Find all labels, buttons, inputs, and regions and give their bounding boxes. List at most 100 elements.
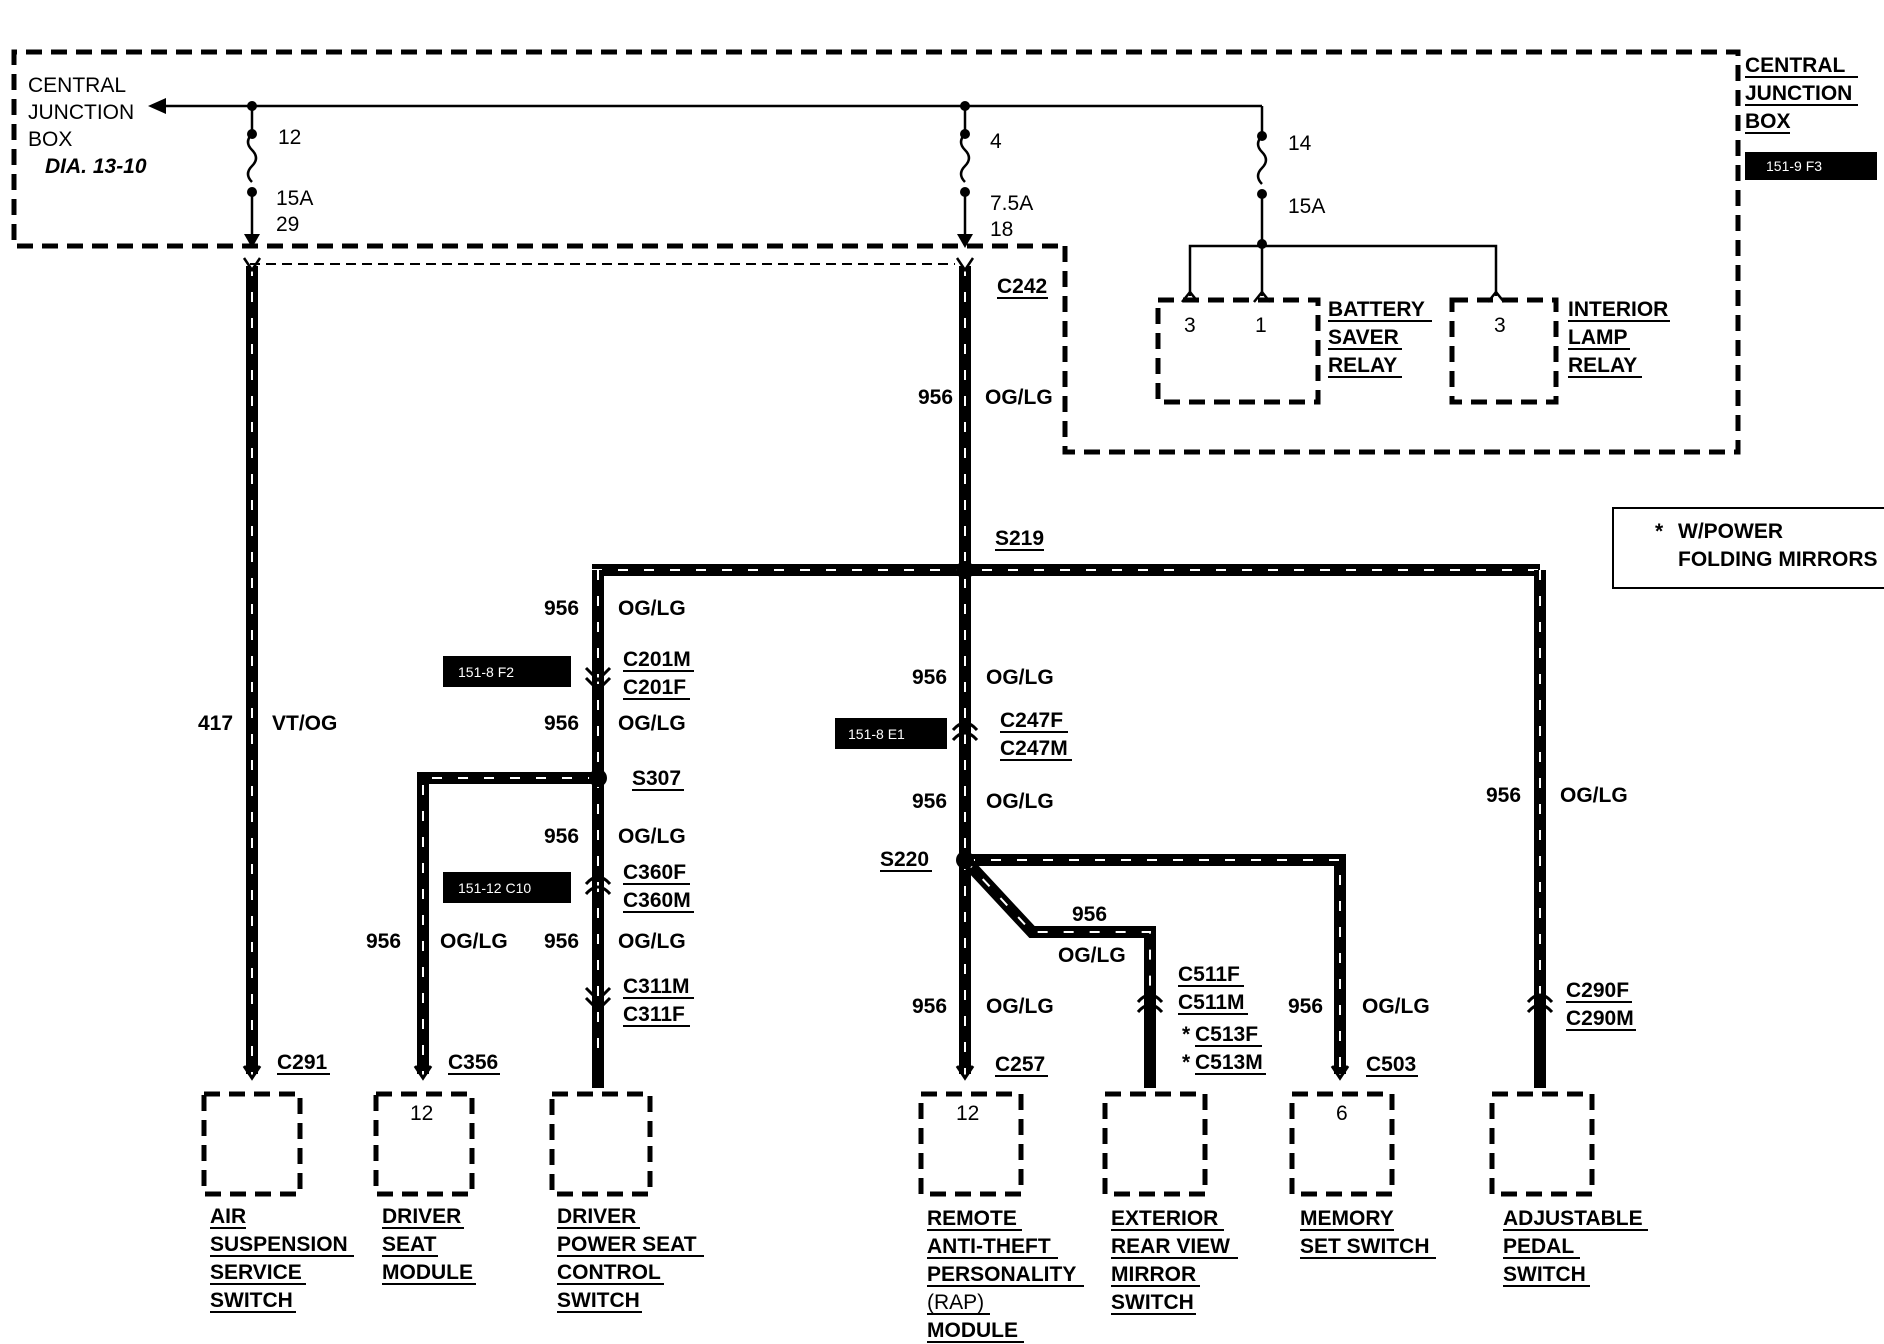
- svg-text:OG/LG: OG/LG: [618, 825, 686, 848]
- ilr-label-1: INTERIOR: [1568, 298, 1668, 321]
- label-c290m: C290M: [1566, 1007, 1634, 1030]
- svg-text:OG/LG: OG/LG: [1362, 995, 1430, 1018]
- fuse-2: [957, 101, 973, 248]
- svg-text:956: 956: [912, 995, 947, 1018]
- label-c503: C503: [1366, 1053, 1416, 1076]
- cjb-left-label-1: CENTRAL: [28, 74, 126, 97]
- label-c201f: C201F: [623, 676, 686, 699]
- label-c247f: C247F: [1000, 709, 1063, 732]
- svg-text:OG/LG: OG/LG: [618, 597, 686, 620]
- splice-s307: [589, 769, 607, 787]
- svg-text:SWITCH: SWITCH: [210, 1289, 293, 1312]
- svg-text:MODULE: MODULE: [927, 1319, 1018, 1342]
- note-line-2: FOLDING MIRRORS: [1678, 548, 1878, 571]
- label-s219: S219: [995, 527, 1044, 550]
- c513m-star: *: [1182, 1051, 1191, 1074]
- svg-text:956: 956: [544, 712, 579, 735]
- label-c511f: C511F: [1178, 963, 1240, 986]
- svg-text:POWER SEAT: POWER SEAT: [557, 1233, 697, 1256]
- svg-text:SERVICE: SERVICE: [210, 1261, 302, 1284]
- label-c356: C356: [448, 1051, 498, 1074]
- label-c360m: C360M: [623, 889, 691, 912]
- label-s220: S220: [880, 848, 929, 871]
- bsr-pin-3: 3: [1184, 314, 1196, 337]
- label-c291: C291: [277, 1051, 328, 1074]
- ilr-label-3: RELAY: [1568, 354, 1637, 377]
- fuse-1-in: 12: [278, 126, 301, 149]
- note-star: *: [1655, 520, 1664, 543]
- cjb-right-label-2: JUNCTION: [1745, 82, 1852, 105]
- svg-text:ADJUSTABLE: ADJUSTABLE: [1503, 1207, 1643, 1230]
- svg-text:OG/LG: OG/LG: [986, 666, 1054, 689]
- svg-text:956: 956: [918, 386, 953, 409]
- inline-connector-symbols: [242, 666, 1554, 1081]
- svg-text:AIR: AIR: [210, 1205, 246, 1228]
- cjb-left-label-3: BOX: [28, 128, 72, 151]
- label-c311m: C311M: [623, 975, 690, 998]
- pin-memory-set-switch: 6: [1336, 1102, 1348, 1125]
- svg-text:PERSONALITY: PERSONALITY: [927, 1263, 1076, 1286]
- pin-driver-seat-module: 12: [410, 1102, 433, 1125]
- fuse-1-rating: 15A: [276, 187, 313, 210]
- splice-s219: [956, 561, 974, 579]
- svg-text:REAR VIEW: REAR VIEW: [1111, 1235, 1230, 1258]
- ilr-pin-3: 3: [1494, 314, 1506, 337]
- svg-text:956: 956: [1072, 903, 1107, 926]
- svg-text:EXTERIOR: EXTERIOR: [1111, 1207, 1218, 1230]
- svg-text:OG/LG: OG/LG: [618, 930, 686, 953]
- cjb-right-label-1: CENTRAL: [1745, 54, 1845, 77]
- svg-text:(RAP): (RAP): [927, 1291, 984, 1314]
- c513f-star: *: [1182, 1023, 1191, 1046]
- svg-text:OG/LG: OG/LG: [618, 712, 686, 735]
- svg-text:SUSPENSION: SUSPENSION: [210, 1233, 348, 1256]
- bsr-label-1: BATTERY: [1328, 298, 1425, 321]
- ilr-label-2: LAMP: [1568, 326, 1628, 349]
- svg-text:SWITCH: SWITCH: [557, 1289, 640, 1312]
- fuse-3-rating: 15A: [1288, 195, 1325, 218]
- cjb-right-label-3: BOX: [1745, 110, 1791, 133]
- svg-text:956: 956: [544, 825, 579, 848]
- svg-text:417: 417: [198, 712, 233, 735]
- label-c290f: C290F: [1566, 979, 1629, 1002]
- note-box: [1612, 507, 1884, 589]
- svg-text:VT/OG: VT/OG: [272, 712, 337, 735]
- svg-text:OG/LG: OG/LG: [986, 790, 1054, 813]
- svg-text:ANTI-THEFT: ANTI-THEFT: [927, 1235, 1051, 1258]
- ref-tag-c360: [443, 872, 571, 903]
- label-s307: S307: [632, 767, 681, 790]
- cjb-left-label-2: JUNCTION: [28, 101, 134, 124]
- svg-text:DRIVER: DRIVER: [382, 1205, 461, 1228]
- ref-tag-c201: [443, 656, 571, 687]
- svg-text:956: 956: [1288, 995, 1323, 1018]
- connector-labels: C242 S219 C201M C201F S307 C360F C360M C…: [277, 275, 1636, 1077]
- svg-text:DRIVER: DRIVER: [557, 1205, 636, 1228]
- svg-text:956: 956: [912, 790, 947, 813]
- pin-rap-module: 12: [956, 1102, 979, 1125]
- svg-text:SET SWITCH: SET SWITCH: [1300, 1235, 1430, 1258]
- svg-text:956: 956: [912, 666, 947, 689]
- label-c201m: C201M: [623, 648, 691, 671]
- label-c360f: C360F: [623, 861, 686, 884]
- note-line-1: W/POWER: [1678, 520, 1783, 543]
- svg-text:956: 956: [1486, 784, 1521, 807]
- fuse-1-out: 29: [276, 213, 299, 236]
- svg-text:CONTROL: CONTROL: [557, 1261, 661, 1284]
- fuse-2-out: 18: [990, 218, 1013, 241]
- fuse-2-rating: 7.5A: [990, 192, 1033, 215]
- svg-text:OG/LG: OG/LG: [986, 995, 1054, 1018]
- component-names: AIR SUSPENSION SERVICE SWITCH DRIVER SEA…: [210, 1205, 1648, 1343]
- label-c311f: C311F: [623, 1003, 685, 1026]
- bsr-label-3: RELAY: [1328, 354, 1397, 377]
- svg-text:REMOTE: REMOTE: [927, 1207, 1017, 1230]
- cjb-right-ref: 151-9 F3: [1766, 158, 1822, 174]
- fuse-3-in: 14: [1288, 132, 1312, 155]
- component-boxes: [201, 1091, 1595, 1197]
- svg-text:OG/LG: OG/LG: [1560, 784, 1628, 807]
- central-junction-box-outline: [11, 49, 1741, 455]
- svg-text:MEMORY: MEMORY: [1300, 1207, 1394, 1230]
- svg-text:956: 956: [544, 597, 579, 620]
- bus-arrow-icon: [148, 98, 166, 114]
- ref-c360: 151-12 C10: [458, 880, 531, 896]
- svg-text:956: 956: [544, 930, 579, 953]
- svg-text:SWITCH: SWITCH: [1503, 1263, 1586, 1286]
